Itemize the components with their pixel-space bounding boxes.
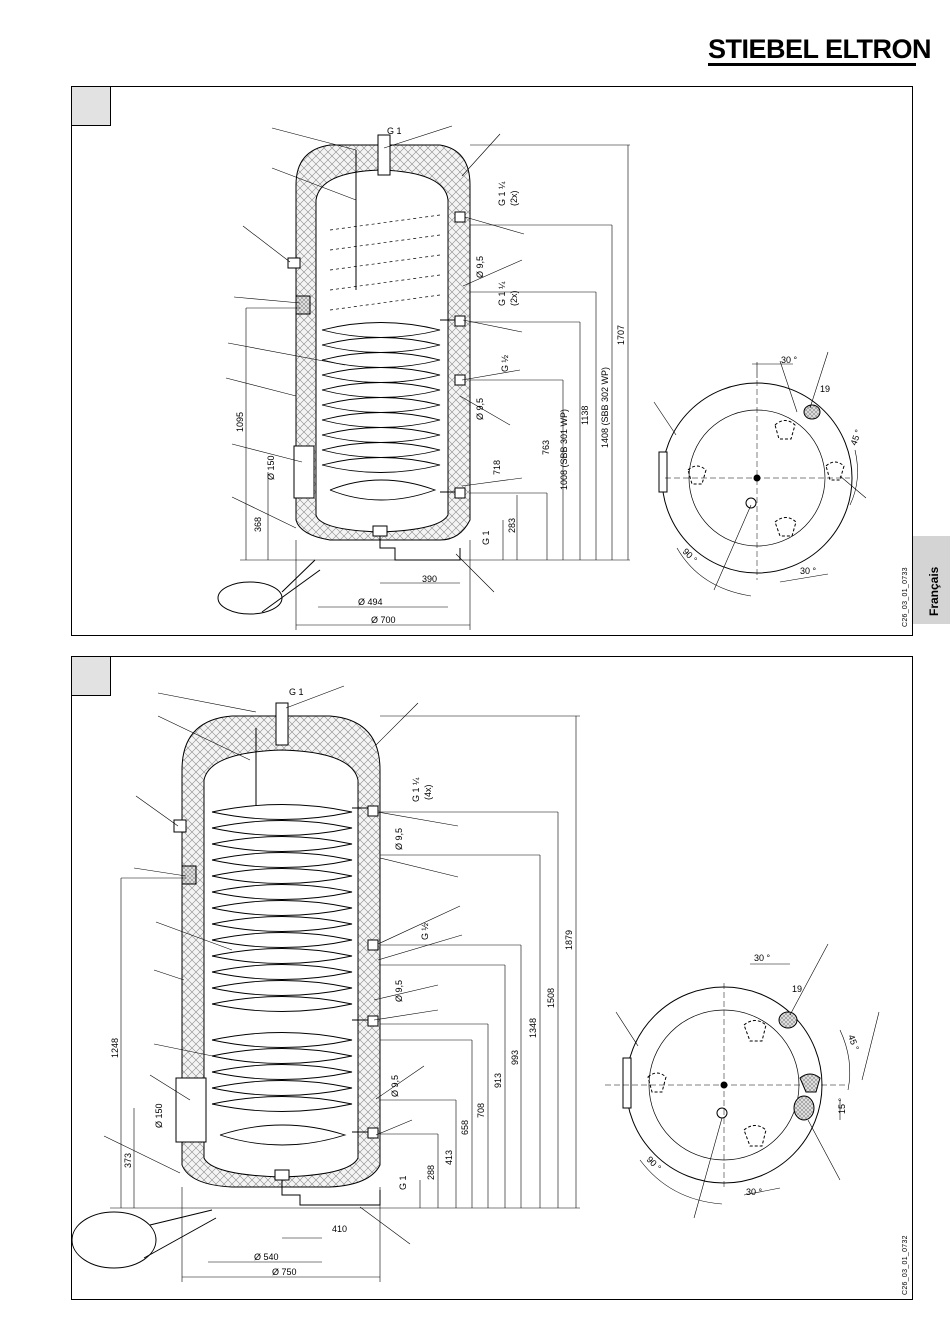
fig1-h-1095: 1095 [235,412,245,432]
figure-2-top-view [605,943,880,1219]
fig2-conn-a-count: (4x) [423,784,433,800]
fig1-h-1408: 1408 (SBB 302 WP) [600,367,610,448]
figure-1-tank [217,125,630,630]
fig1-conn-b: G 1 ¼ [497,281,507,306]
brand-name: STIEBEL ELTRON [708,34,932,64]
fig1-conn-b-count: (2x) [509,290,519,306]
fig1-h-1008: 1008 (SBB 301 WP) [559,409,569,490]
figure-2-labels: G 1 G 1 ¼ (4x) G ½ G 1 Ø 9,5 Ø 9,5 Ø 9,5… [110,687,861,1277]
figure-2-drawing-code: C26_03_01_0732 [902,1235,909,1295]
fig2-conn-b: G ½ [420,922,430,940]
fig2-coil [211,804,372,1146]
fig2-h-288: 288 [426,1165,436,1180]
fig1-dia-inner: Ø 494 [358,597,383,607]
fig1-angle-e: 30 ° [800,566,817,576]
fig1-h-368: 368 [253,517,263,532]
fig2-h-1348: 1348 [528,1018,538,1038]
fig1-h-1138: 1138 [580,406,590,425]
figure-1-panel: C26_03_01_0733 [71,86,913,636]
fig2-h-658: 658 [460,1120,470,1135]
fig2-conn-top: G 1 [289,687,304,697]
fig2-angle-d: 15 ° [837,1097,847,1114]
fig1-dia-c: Ø 150 [266,455,276,480]
fig2-angle-f: 30 ° [746,1187,763,1197]
fig1-conn-a-count: (2x) [509,190,519,206]
fig1-vessel [315,169,449,533]
fig1-dia-a: Ø 9,5 [475,256,485,278]
logo-underline [708,63,916,66]
fig2-h-1879: 1879 [564,930,574,950]
fig1-w-390: 390 [422,574,437,584]
fig1-h-763: 763 [541,440,551,455]
fig1-angle-d: 90 ° [681,546,700,565]
fig2-h-1508: 1508 [546,988,556,1008]
fig1-coil [321,319,460,501]
figure-2-number-box [72,657,111,696]
fig1-h-283: 283 [507,518,517,533]
fig1-angle-c: 45 ° [848,428,863,447]
fig2-dia-a: Ø 9,5 [394,828,404,850]
fig2-h-373: 373 [123,1153,133,1168]
fig1-h-1707: 1707 [616,325,626,345]
fig1-dia-b: Ø 9,5 [475,398,485,420]
fig1-dia-outer: Ø 700 [371,615,396,625]
fig2-angle-a: 30 ° [754,953,771,963]
figure-1-number-box [72,87,111,126]
figure-1-top-view [653,351,867,597]
fig1-conn-a: G 1 ¼ [497,181,507,206]
fig2-conn-a: G 1 ¼ [411,777,421,802]
fig2-dia-b: Ø 9,5 [394,980,404,1002]
fig2-conn-bottom: G 1 [398,1175,408,1190]
figure-2-tank [71,685,580,1282]
brand-logo: STIEBEL ELTRON [708,34,932,66]
fig2-h-993: 993 [510,1050,520,1065]
fig2-dia-d: Ø 150 [154,1103,164,1128]
fig2-h-913: 913 [493,1073,503,1088]
fig1-angle-a: 30 ° [781,355,798,365]
fig2-h-1248: 1248 [110,1038,120,1058]
fig1-conn-bottom: G 1 [481,530,491,545]
fig2-h-708: 708 [476,1103,486,1118]
fig2-dia-outer: Ø 750 [272,1267,297,1277]
fig2-w-410: 410 [332,1224,347,1234]
figure-1-labels: G 1 G 1 ¼ (2x) G 1 ¼ (2x) G ½ G 1 Ø 9,5 … [235,126,864,625]
fig2-dia-c: Ø 9,5 [390,1075,400,1097]
fig1-h-718: 718 [492,460,502,475]
language-tab: Français [913,536,950,624]
fig2-dia-inner: Ø 540 [254,1252,279,1262]
fig1-conn-top: G 1 [387,126,402,136]
figure-2-panel: C26_03_01_0732 [71,656,913,1300]
fig2-angle-b: 19 [792,984,802,994]
fig1-angle-b: 19 [820,384,830,394]
fig1-conn-c: G ½ [500,354,510,372]
fig2-h-413: 413 [444,1150,454,1165]
